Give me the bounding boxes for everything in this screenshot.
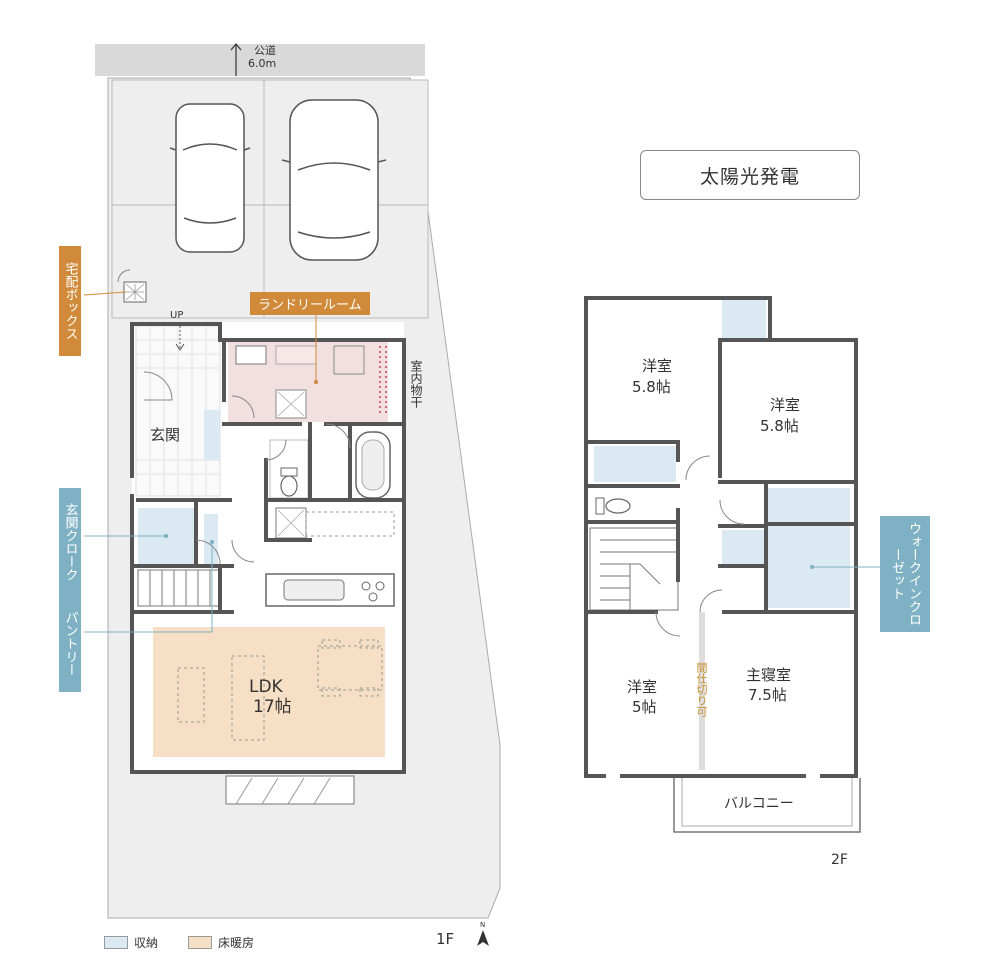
stove-icon: [361, 581, 385, 602]
stairs-1f: [137, 569, 221, 607]
delivery-box-callout: 宅配ボックス: [59, 246, 81, 356]
road-label: 公道: [254, 43, 276, 57]
partition-note: 間仕切り可: [695, 662, 708, 717]
master-name: 主寝室: [746, 666, 791, 684]
room-ne-name: 洋室: [770, 396, 800, 414]
walk-in-closet-callout: ウォークインクローゼット: [880, 516, 930, 632]
up-label: UP: [170, 310, 183, 321]
pantry-callout: パントリー: [59, 594, 81, 692]
toilet-icon: [280, 475, 298, 497]
entrance-label: 玄関: [150, 426, 180, 444]
floor-1f-label: 1F: [436, 930, 454, 948]
parking-area: [111, 79, 429, 319]
legend-storage: 収納: [104, 934, 158, 951]
sofa-outline: [177, 667, 205, 723]
north-arrow-icon: N: [477, 921, 489, 946]
car-icon: [281, 99, 387, 261]
ldk-name: LDK: [249, 677, 284, 697]
room-sw-name: 洋室: [627, 678, 657, 696]
car-icon: [169, 103, 251, 253]
sink-icon: [283, 579, 345, 601]
master-size: 7.5帖: [748, 686, 787, 704]
toilet-icon: [605, 498, 631, 514]
floor-2f-label: 2F: [831, 852, 848, 868]
solar-power-badge: 太陽光発電: [640, 150, 860, 200]
ldk-floor-heating: [153, 627, 385, 757]
dining-table-outline: [317, 645, 383, 691]
entrance-cloak-callout: 玄関クローク: [59, 488, 81, 596]
laundry-room-callout: ランドリールーム: [250, 292, 370, 315]
road-strip: [95, 44, 425, 76]
legend-label-storage: 収納: [134, 936, 159, 950]
legend-swatch-storage: [104, 936, 128, 949]
room-nw-name: 洋室: [642, 357, 672, 375]
balcony: [673, 778, 861, 833]
balcony-label: バルコニー: [724, 796, 794, 812]
room-sw-size: 5帖: [632, 698, 657, 716]
ldk-size: 17帖: [253, 697, 292, 717]
legend-swatch-floor-heating: [188, 936, 212, 949]
indoor-drying-label: 室内物干: [409, 360, 423, 408]
svg-text:N: N: [480, 921, 485, 929]
room-nw-size: 5.8帖: [632, 378, 671, 396]
road-width: 6.0m: [248, 57, 276, 70]
legend-label-floor-heating: 床暖房: [218, 936, 255, 950]
room-ne-size: 5.8帖: [760, 417, 799, 435]
pantry: [204, 514, 218, 564]
storage-2f: [594, 300, 850, 608]
legend-floor-heating: 床暖房: [188, 934, 254, 951]
